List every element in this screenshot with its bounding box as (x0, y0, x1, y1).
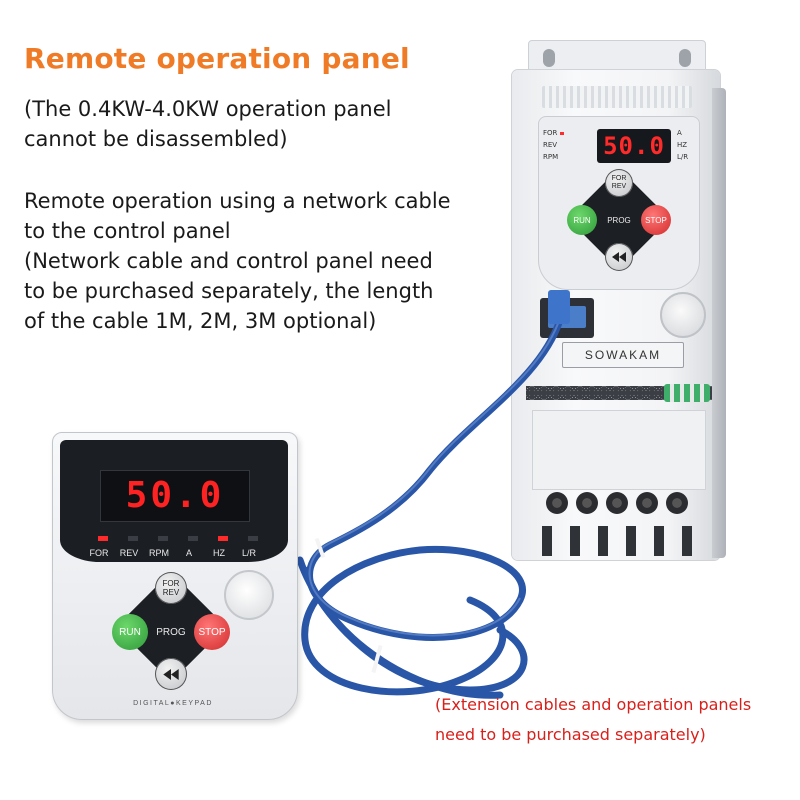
cable-strand (296, 316, 564, 699)
indicator-label: RPM (543, 153, 559, 161)
remote-operation-line: to the control panel (24, 219, 231, 243)
indicator-led-rev (128, 536, 138, 541)
indicator-led-hz (218, 536, 228, 541)
speed-potentiometer-knob[interactable] (660, 292, 706, 338)
terminal-cover (532, 410, 706, 490)
indicator-led-rpm (158, 536, 168, 541)
prog-button[interactable]: PROG (156, 626, 186, 638)
stop-button[interactable]: STOP (641, 205, 671, 235)
terminal-leads (542, 526, 702, 556)
inverter-indicator-labels-right: A HZ L/R (677, 127, 688, 163)
prog-button[interactable]: PROG (607, 215, 631, 225)
keypad-indicator-labels: FOR REV RPM A HZ L/R (90, 548, 270, 562)
indicator-label: HZ (213, 548, 225, 558)
cable-connector (548, 290, 570, 324)
rewind-icon (163, 668, 179, 680)
indicator-label: REV (119, 548, 139, 558)
inverter-control-panel: FOR REV RPM 50.0 A HZ L/R FOR REV RUN PR… (538, 116, 700, 290)
indicator-label: L/R (241, 548, 256, 558)
indicator-led (560, 131, 565, 135)
keypad-display-area: 50.0 FOR REV RPM A HZ L/R (60, 440, 288, 562)
remote-operation-line: to be purchased separately, the length (24, 279, 434, 303)
panel-note-line: (The 0.4KW-4.0KW operation panel (24, 97, 392, 121)
shift-button[interactable] (155, 658, 187, 690)
remote-operation-line: (Network cable and control panel need (24, 249, 433, 273)
indicator-led-for (98, 536, 108, 541)
run-button[interactable]: RUN (112, 614, 148, 650)
terminal-screw (666, 492, 688, 514)
purchase-note-line: (Extension cables and operation panels (435, 695, 752, 714)
keypad-model-label: DIGITAL●KEYPAD (133, 700, 213, 707)
indicator-label: L/R (677, 153, 689, 161)
remote-keypad: 50.0 FOR REV RPM A HZ L/R (52, 432, 298, 720)
cable-highlight (308, 317, 561, 637)
terminal-block (664, 384, 710, 402)
shift-button[interactable] (605, 243, 633, 271)
stop-button[interactable]: STOP (194, 614, 230, 650)
inverter-frequency-readout: 50.0 (603, 132, 665, 160)
terminal-screw (546, 492, 568, 514)
inverter-side-shadow (712, 88, 726, 558)
indicator-led-lr (248, 536, 258, 541)
terminal-screw (606, 492, 628, 514)
brand-label: SOWAKAM (562, 342, 684, 368)
for-label: FOR (611, 175, 627, 182)
inverter-keypad-buttons: FOR REV RUN PROG STOP (555, 168, 683, 281)
rewind-icon (612, 252, 626, 262)
indicator-label: HZ (677, 141, 688, 149)
panel-note-line: cannot be disassembled) (24, 127, 288, 151)
purchase-note-line: need to be purchased separately) (435, 725, 706, 744)
rev-label: REV (611, 183, 627, 190)
keypad-frequency-readout: 50.0 (125, 475, 225, 516)
keypad-indicator-leds (98, 536, 258, 542)
power-terminal-screws (546, 492, 692, 516)
indicator-label: A (185, 548, 192, 558)
indicator-label: FOR (89, 548, 109, 558)
indicator-led-a (188, 536, 198, 541)
for-rev-button[interactable]: FOR REV (155, 572, 187, 604)
keypad-potentiometer-knob[interactable] (224, 570, 274, 620)
purchase-note: (Extension cables and operation panels n… (435, 690, 751, 750)
indicator-label: RPM (149, 548, 169, 558)
vent-grille (542, 86, 692, 108)
keypad-display: 50.0 (100, 470, 250, 522)
terminal-screw (576, 492, 598, 514)
indicator-label: REV (543, 141, 558, 149)
remote-operation-line: of the cable 1M, 2M, 3M optional) (24, 309, 377, 333)
keypad-buttons: FOR REV RUN PROG STOP (104, 571, 238, 692)
inverter-unit: FOR REV RPM 50.0 A HZ L/R FOR REV RUN PR… (512, 40, 726, 580)
indicator-label: A (677, 129, 682, 137)
cable-tie (371, 644, 383, 674)
for-label: FOR (162, 579, 180, 588)
page-title: Remote operation panel (24, 42, 410, 75)
inverter-indicator-labels-left: FOR REV RPM (543, 127, 565, 163)
panel-note-paragraph: (The 0.4KW-4.0KW operation panel cannot … (24, 94, 391, 154)
remote-operation-paragraph: Remote operation using a network cable t… (24, 186, 451, 336)
inverter-display: 50.0 (597, 129, 671, 163)
indicator-label: FOR (543, 129, 558, 137)
run-button[interactable]: RUN (567, 205, 597, 235)
remote-operation-line: Remote operation using a network cable (24, 189, 451, 213)
terminal-screw (636, 492, 658, 514)
cable-tie (314, 537, 326, 559)
for-rev-button[interactable]: FOR REV (605, 169, 633, 197)
rev-label: REV (162, 588, 180, 597)
